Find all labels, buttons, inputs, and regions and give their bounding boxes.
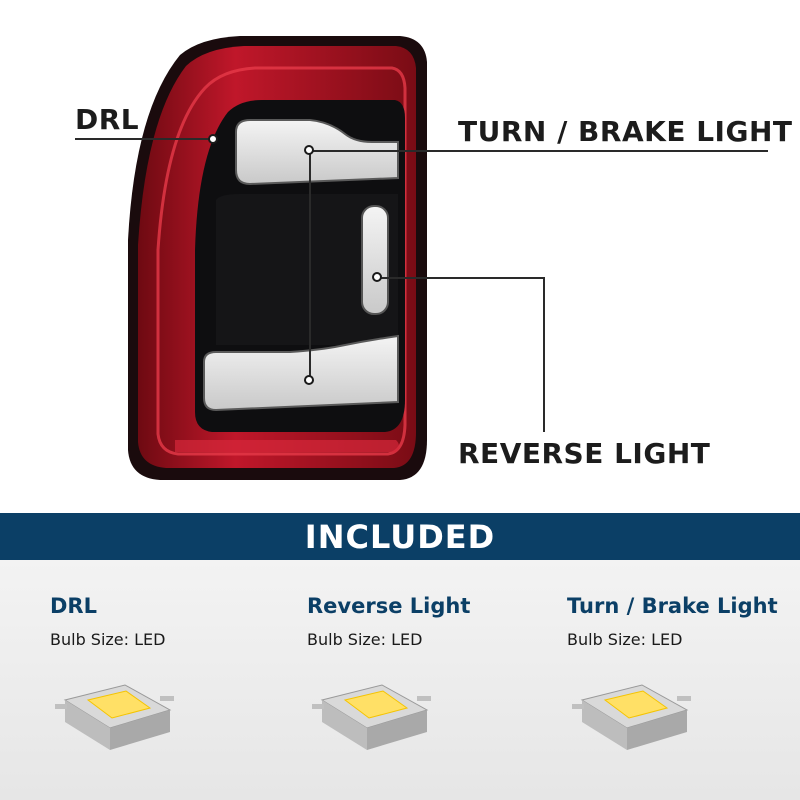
item-title: Reverse Light (307, 594, 471, 618)
item-bulb-size: Bulb Size: LED (307, 630, 423, 649)
drl-marker (208, 134, 218, 144)
led-chip-icon (572, 684, 691, 750)
included-title: INCLUDED (304, 517, 496, 556)
item-bulb-size: Bulb Size: LED (567, 630, 683, 649)
product-image-area: DRL TURN / BRAKE LIGHT REVERSE LIGHT (75, 36, 793, 480)
reverse-leader-line-vertical (543, 277, 545, 432)
turn-brake-leader-line (310, 150, 768, 152)
turn-brake-vertical-line (309, 150, 311, 380)
led-chip-icon (312, 684, 431, 750)
drl-leader-line (75, 138, 213, 140)
turn-brake-marker-top (304, 145, 314, 155)
included-item-reverse-light: Reverse Light Bulb Size: LED (307, 560, 567, 800)
led-chip-icon (55, 684, 174, 750)
included-banner: INCLUDED (0, 513, 800, 560)
turn-brake-callout-label: TURN / BRAKE LIGHT (458, 115, 793, 148)
turn-brake-marker-bottom (304, 375, 314, 385)
item-title: DRL (50, 594, 97, 618)
included-item-drl: DRL Bulb Size: LED (50, 560, 310, 800)
item-bulb-size: Bulb Size: LED (50, 630, 166, 649)
reverse-leader-line-horizontal (377, 277, 545, 279)
item-title: Turn / Brake Light (567, 594, 778, 618)
reverse-marker (372, 272, 382, 282)
included-item-turn-brake-light: Turn / Brake Light Bulb Size: LED (567, 560, 800, 800)
drl-callout-label: DRL (75, 103, 140, 136)
included-items-section: DRL Bulb Size: LED Reverse Light Bulb Si… (0, 560, 800, 800)
reverse-callout-label: REVERSE LIGHT (458, 437, 711, 470)
